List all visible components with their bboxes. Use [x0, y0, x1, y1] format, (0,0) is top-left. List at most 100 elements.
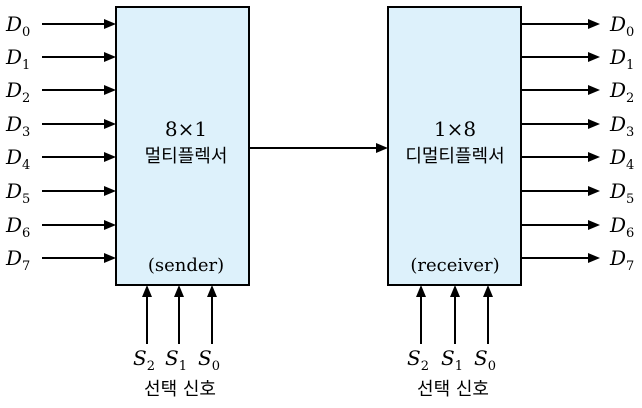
output-label-d2: D2 — [609, 78, 634, 106]
output-label-d0-index: 0 — [626, 25, 634, 40]
input-label-d5-index: 5 — [22, 192, 30, 207]
demultiplexer-select-caption: 선택 신호 — [417, 379, 489, 400]
mux-select-label-s0-index: 0 — [212, 359, 220, 374]
input-label-d4-index: 4 — [22, 158, 30, 173]
output-label-d6: D6 — [609, 213, 634, 241]
input-label-d1-index: 1 — [22, 58, 30, 73]
demux-select-label-s0: S0 — [474, 346, 496, 374]
input-label-d2-index: 2 — [22, 91, 30, 106]
demultiplexer-role: (receiver) — [410, 255, 499, 276]
output-label-d0-letter: D — [609, 12, 626, 36]
output-label-d3: D3 — [609, 112, 634, 140]
mux-select-label-s1-letter: S — [165, 346, 179, 370]
demux-select-label-s0-letter: S — [474, 346, 488, 370]
output-label-d3-index: 3 — [626, 125, 634, 140]
input-label-d3-letter: D — [5, 112, 22, 136]
transmission-link — [249, 143, 388, 153]
demultiplexer-box — [387, 6, 522, 286]
mux-select-label-s0-letter: S — [198, 346, 212, 370]
mux-select-label-s2: S2 — [133, 346, 155, 374]
demux-select-label-s2: S2 — [407, 346, 429, 374]
input-label-d5-letter: D — [5, 179, 22, 203]
output-arrowhead-d6 — [588, 220, 600, 230]
output-label-d1-index: 1 — [626, 58, 634, 73]
mux-select-label-s2-index: 2 — [147, 359, 155, 374]
multiplexer-box — [115, 6, 250, 286]
input-arrowhead-d6 — [104, 220, 116, 230]
output-arrowhead-d1 — [588, 52, 600, 62]
demux-select-arrowhead-s2 — [416, 285, 426, 297]
output-label-d7-index: 7 — [626, 259, 634, 274]
demux-select-label-s0-index: 0 — [488, 359, 496, 374]
demux-select-label-s1-letter: S — [441, 346, 455, 370]
output-label-d4: D4 — [609, 145, 634, 173]
input-label-d6: D6 — [5, 213, 30, 241]
demultiplexer-block: 1×8 디멀티플렉서 (receiver) — [387, 6, 522, 286]
output-label-d4-index: 4 — [626, 158, 634, 173]
output-label-d5-index: 5 — [626, 192, 634, 207]
transmission-arrowhead — [376, 143, 388, 153]
input-arrowhead-d0 — [104, 19, 116, 29]
demux-select-arrowhead-s1 — [450, 285, 460, 297]
input-label-d6-index: 6 — [22, 226, 30, 241]
output-arrowhead-d3 — [588, 119, 600, 129]
multiplexer-select-caption: 선택 신호 — [144, 379, 216, 400]
mux-select-label-s2-letter: S — [133, 346, 147, 370]
multiplexer-role: (sender) — [148, 255, 224, 276]
input-arrowhead-d1 — [104, 52, 116, 62]
output-label-d0: D0 — [609, 12, 634, 40]
input-arrowhead-d4 — [104, 152, 116, 162]
input-label-d1-letter: D — [5, 45, 22, 69]
output-label-d2-letter: D — [609, 78, 626, 102]
multiplexer-block: 8×1 멀티플렉서 (sender) — [115, 6, 250, 286]
output-label-d7: D7 — [609, 246, 634, 274]
input-label-d4-letter: D — [5, 145, 22, 169]
output-arrowhead-d2 — [588, 85, 600, 95]
input-arrowhead-d7 — [104, 253, 116, 263]
output-label-d6-letter: D — [609, 213, 626, 237]
input-label-d5: D5 — [5, 179, 30, 207]
input-arrowhead-d2 — [104, 85, 116, 95]
output-label-d3-letter: D — [609, 112, 626, 136]
demux-select-label-s2-index: 2 — [421, 359, 429, 374]
mux-select-label-s0: S0 — [198, 346, 220, 374]
output-label-d1-letter: D — [609, 45, 626, 69]
mux-select-arrowhead-s1 — [174, 285, 184, 297]
demultiplexer-title: 1×8 — [434, 117, 476, 141]
input-label-d6-letter: D — [5, 213, 22, 237]
output-label-d1: D1 — [609, 45, 634, 73]
input-label-d3-index: 3 — [22, 125, 30, 140]
input-label-d7-index: 7 — [22, 259, 30, 274]
mux-select-arrowhead-s0 — [207, 285, 217, 297]
input-arrowhead-d5 — [104, 186, 116, 196]
multiplexer-subtitle: 멀티플렉서 — [145, 146, 228, 167]
input-label-d4: D4 — [5, 145, 30, 173]
input-label-d3: D3 — [5, 112, 30, 140]
input-label-d2: D2 — [5, 78, 30, 106]
input-label-d0-letter: D — [5, 12, 22, 36]
mux-select-arrowhead-s2 — [142, 285, 152, 297]
multiplexer-title: 8×1 — [165, 117, 207, 141]
input-label-d7: D7 — [5, 246, 30, 274]
input-label-d7-letter: D — [5, 246, 22, 270]
demux-select-arrowhead-s0 — [483, 285, 493, 297]
input-label-d1: D1 — [5, 45, 30, 73]
output-arrowhead-d4 — [588, 152, 600, 162]
output-label-d4-letter: D — [609, 145, 626, 169]
mux-select-label-s1: S1 — [165, 346, 187, 374]
output-label-d7-letter: D — [609, 246, 626, 270]
output-label-d2-index: 2 — [626, 91, 634, 106]
input-label-d2-letter: D — [5, 78, 22, 102]
demux-select-label-s2-letter: S — [407, 346, 421, 370]
output-label-d6-index: 6 — [626, 226, 634, 241]
demux-select-label-s1: S1 — [441, 346, 463, 374]
demultiplexer-subtitle: 디멀티플렉서 — [405, 146, 504, 167]
input-arrowhead-d3 — [104, 119, 116, 129]
mux-select-label-s1-index: 1 — [179, 359, 187, 374]
demux-select-label-s1-index: 1 — [455, 359, 463, 374]
output-label-d5: D5 — [609, 179, 634, 207]
